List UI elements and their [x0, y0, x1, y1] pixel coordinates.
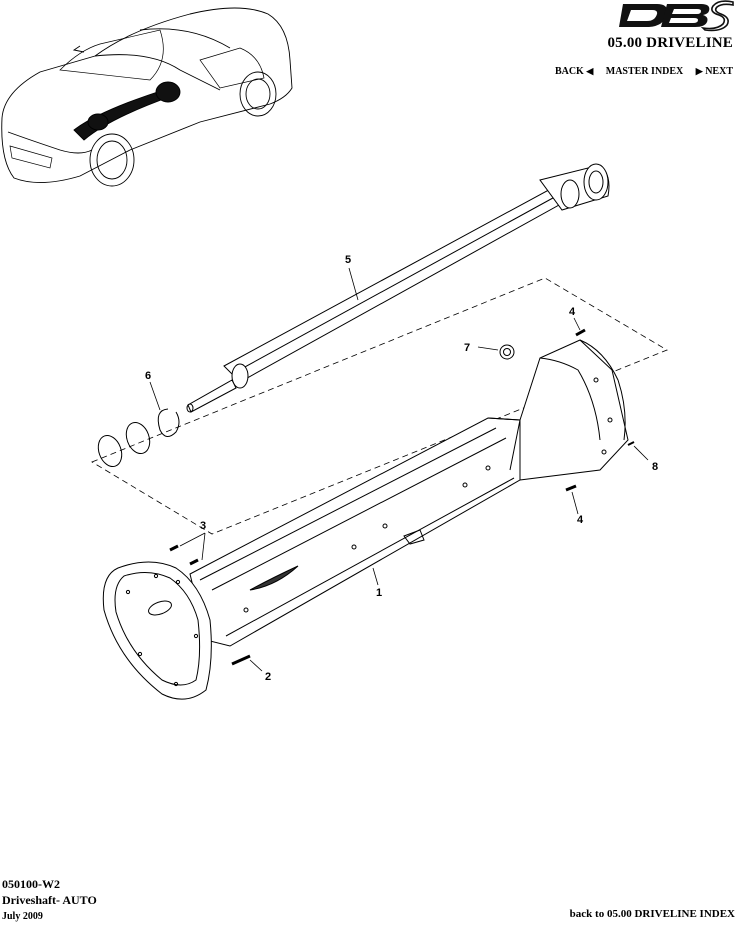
callout-8: 8 — [652, 461, 658, 473]
next-link[interactable]: ▶ NEXT — [695, 66, 733, 77]
dbs-logo — [619, 0, 734, 32]
triangle-left-icon: ◀ — [586, 66, 594, 76]
diagram-name: Driveshaft- AUTO — [2, 893, 97, 907]
master-index-link[interactable]: MASTER INDEX — [605, 66, 684, 77]
back-link[interactable]: BACK ◀ — [554, 66, 594, 77]
circlip-rings — [97, 408, 180, 467]
propeller-shaft — [186, 163, 610, 413]
publication-date: July 2009 — [2, 911, 43, 922]
seal — [499, 344, 515, 360]
car-thumbnail — [1, 7, 293, 187]
torque-tube — [102, 339, 629, 700]
callout-3: 3 — [200, 520, 206, 532]
bolts — [169, 328, 635, 666]
section-title: 05.00 DRIVELINE — [607, 35, 733, 51]
navigation-bar: BACK ◀ MASTER INDEX ▶ NEXT — [555, 66, 733, 77]
back-to-index-link[interactable]: back to 05.00 DRIVELINE INDEX — [569, 908, 735, 920]
diagram-code: 050100-W2 — [2, 877, 60, 891]
leader-lines — [149, 267, 649, 672]
callout-6: 6 — [145, 370, 151, 382]
triangle-right-icon: ▶ — [695, 66, 703, 76]
callout-5: 5 — [345, 254, 351, 266]
callout-4-lower: 4 — [577, 514, 584, 526]
callout-4-upper: 4 — [569, 306, 576, 318]
callout-7: 7 — [464, 342, 470, 354]
callout-2: 2 — [265, 671, 271, 683]
callout-1: 1 — [376, 587, 382, 599]
